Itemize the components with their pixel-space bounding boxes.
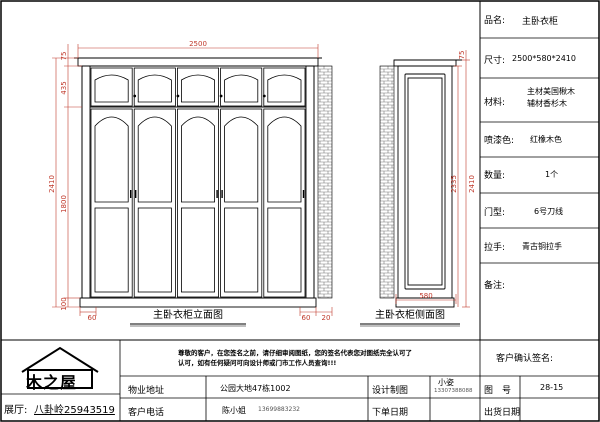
front-doors: [90, 67, 306, 298]
upper-door-arch-panel: [224, 74, 259, 103]
phone-label: 客户电话: [128, 408, 165, 418]
upper-door: [133, 67, 176, 107]
dim-right-offset-b: 20: [322, 314, 331, 322]
side-title: 主卧衣柜侧面图: [375, 308, 445, 321]
upper-door-arch-panel: [137, 74, 172, 103]
showroom-label: 展厅:: [4, 405, 28, 416]
side-elevation: [393, 59, 462, 308]
lower-door-arch-panel: [137, 116, 172, 203]
door-label: 门型:: [484, 208, 506, 218]
dim-side-overall: 2410: [468, 175, 476, 193]
drawing-no-label: 图 号: [484, 386, 512, 396]
upper-door: [90, 67, 133, 107]
address-label: 物业地址: [128, 386, 165, 396]
dim-side-top: 75: [458, 51, 466, 60]
material-value-2: 辅材香杉木: [527, 99, 567, 108]
upper-door: [220, 67, 263, 107]
lower-door: [90, 108, 133, 298]
order-date-label: 下单日期: [372, 408, 409, 418]
qty-label: 数量:: [484, 171, 506, 181]
note-label: 备注:: [484, 281, 506, 291]
door-value: 6号刀线: [534, 207, 564, 216]
qty-value: 1个: [545, 170, 559, 179]
front-elevation: [74, 57, 322, 308]
designer-phone: 13307388088: [434, 388, 473, 394]
lower-door-arch-panel: [94, 116, 129, 203]
brick-wall-front: [317, 65, 333, 299]
ship-date-label: 出货日期: [484, 408, 521, 418]
material-label: 材料:: [484, 98, 506, 108]
size-value: 2500*580*2410: [512, 54, 576, 63]
lower-door-arch-panel: [224, 116, 259, 203]
dim-right-offset-a: 60: [302, 314, 311, 322]
paint-label: 喷漆色:: [484, 136, 515, 146]
front-title: 主卧衣柜立面图: [153, 308, 223, 321]
handle-value: 青古铜拉手: [522, 242, 562, 251]
dim-side-depth: 580: [419, 292, 432, 300]
handle-label: 拉手:: [484, 243, 506, 253]
drawing-no-value: 28-15: [540, 383, 564, 392]
dim-total-width: 2500: [189, 40, 207, 48]
dim-left-offset: 60: [88, 314, 97, 322]
product-value: 主卧衣柜: [522, 17, 559, 27]
confirm-label: 客户确认签名:: [496, 354, 554, 364]
lower-door-arch-panel: [181, 116, 215, 203]
product-label: 品名:: [484, 16, 506, 26]
dim-top-height: 75: [60, 52, 68, 61]
logo-house-icon: [21, 346, 99, 389]
lower-door: [176, 108, 219, 298]
lower-door: [220, 108, 263, 298]
logo-text: 木之屋: [26, 373, 78, 392]
handle-icon: [133, 94, 137, 98]
upper-door: [263, 67, 306, 107]
material-value-1: 主材美国楸木: [527, 87, 575, 96]
lower-door-bottom-panel: [137, 207, 172, 293]
lower-door-arch-panel: [267, 116, 302, 203]
lower-door-bottom-panel: [180, 207, 215, 293]
dim-side-inner: 2335: [450, 175, 458, 193]
phone-name: 陈小姐: [222, 406, 246, 415]
dim-overall-height: 2410: [48, 175, 56, 193]
size-label: 尺寸:: [484, 56, 506, 66]
phone-number: 13699883232: [258, 406, 300, 413]
showroom-value: 八卦岭25943519: [34, 405, 115, 416]
upper-door-arch-panel: [94, 74, 129, 103]
brick-wall-side: [379, 65, 395, 299]
lower-door: [133, 108, 176, 298]
lower-door-bottom-panel: [94, 207, 129, 293]
handle-icon: [176, 94, 180, 98]
dim-base-height: 100: [60, 297, 68, 310]
handle-icon: [219, 94, 223, 98]
paint-value: 红橡木色: [530, 135, 562, 144]
dim-upper-height: 435: [60, 81, 68, 94]
lower-door-bottom-panel: [224, 207, 259, 293]
handle-icon: [262, 94, 266, 98]
lower-door: [263, 108, 306, 298]
upper-door-arch-panel: [267, 74, 302, 103]
upper-door: [176, 67, 219, 107]
design-label: 设计制图: [372, 386, 409, 396]
dim-lower-height: 1800: [60, 195, 68, 213]
designer-name: 小姿: [438, 378, 454, 387]
address-value: 公园大地47栋1002: [220, 384, 291, 393]
notice-text: 尊敬的客户，在您签名之前，请仔细审阅图纸，您的签名代表您对图纸完全认可了认可，如…: [178, 349, 412, 367]
upper-door-arch-panel: [181, 74, 215, 103]
lower-door-bottom-panel: [267, 207, 302, 293]
